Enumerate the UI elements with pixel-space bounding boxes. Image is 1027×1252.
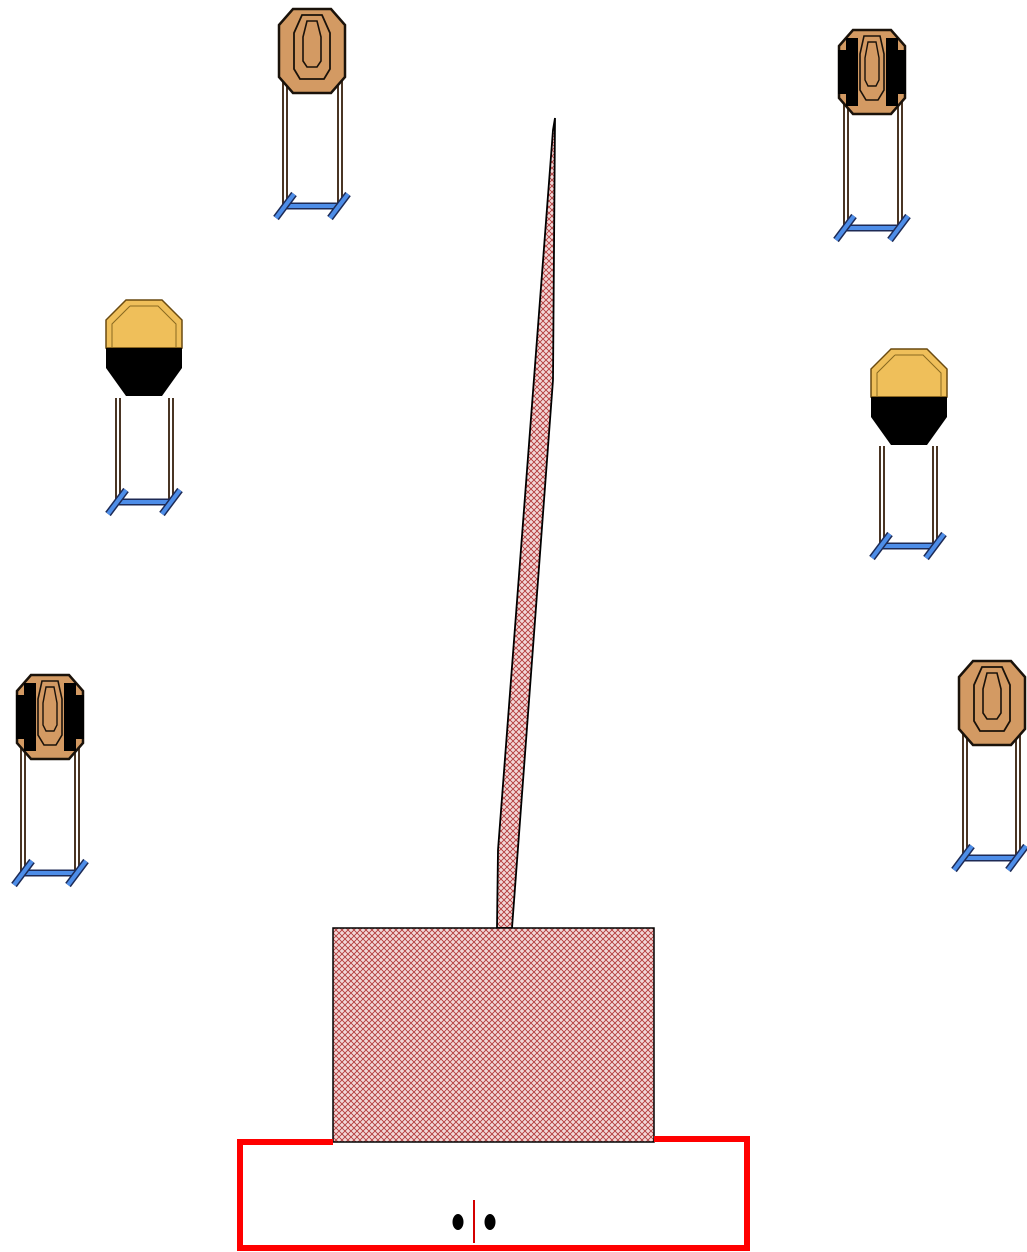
shooting-box-outline [240,1139,747,1248]
target-t1 [276,9,348,218]
target-t2 [836,30,908,240]
popper-target-icon [106,300,182,396]
hatched-barrier-wall [333,118,654,1142]
paper-target-icon [279,9,345,93]
paper-target-icon [959,661,1025,745]
paper-target-with-no-shoot-icon [838,30,906,114]
paper-target-with-no-shoot-icon [16,675,84,759]
barrier-wedge [497,118,555,928]
popper-target-icon [871,349,947,445]
stand-legs [882,446,935,546]
target-t6 [954,661,1026,870]
target-t4 [871,349,947,558]
stand-legs [118,398,171,502]
target-t5 [14,675,86,885]
shooter-foot-markers-icon [453,1200,496,1243]
barrier-block [333,928,654,1142]
target-t3 [106,300,182,514]
